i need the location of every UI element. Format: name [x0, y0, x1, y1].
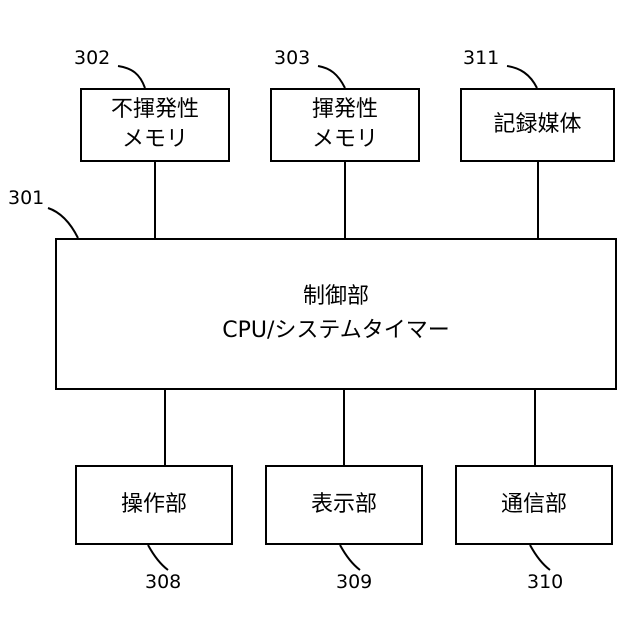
reference-number-309: 309 — [336, 572, 372, 592]
display-unit-label: 表示部 — [311, 490, 377, 520]
communication-unit-box: 通信部 — [455, 465, 613, 545]
communication-unit-label: 通信部 — [501, 490, 567, 520]
leader-309 — [340, 545, 360, 570]
display-unit-box: 表示部 — [265, 465, 423, 545]
control-unit-sublabel: CPU/システムタイマー — [222, 314, 449, 348]
volatile-memory-label-line1: 揮発性 — [312, 95, 378, 125]
nonvolatile-memory-label-line2: メモリ — [122, 125, 188, 155]
leader-308 — [148, 545, 168, 570]
reference-number-301: 301 — [8, 188, 44, 208]
reference-number-311: 311 — [463, 48, 499, 68]
recording-medium-box: 記録媒体 — [460, 88, 615, 162]
operation-unit-box: 操作部 — [75, 465, 233, 545]
reference-number-310: 310 — [527, 572, 563, 592]
leader-301 — [48, 208, 78, 238]
operation-unit-label: 操作部 — [121, 490, 187, 520]
leader-303 — [318, 66, 345, 88]
volatile-memory-label-line2: メモリ — [312, 125, 378, 155]
volatile-memory-box: 揮発性 メモリ — [270, 88, 420, 162]
recording-medium-label: 記録媒体 — [493, 110, 581, 140]
nonvolatile-memory-label-line1: 不揮発性 — [111, 95, 199, 125]
reference-number-302: 302 — [74, 48, 110, 68]
leader-302 — [118, 66, 145, 88]
leader-311 — [507, 66, 537, 88]
control-unit-label: 制御部 — [303, 280, 369, 314]
control-unit-box: 制御部 CPU/システムタイマー — [55, 238, 617, 390]
leader-310 — [530, 545, 550, 570]
reference-number-303: 303 — [274, 48, 310, 68]
reference-number-308: 308 — [145, 572, 181, 592]
nonvolatile-memory-box: 不揮発性 メモリ — [80, 88, 230, 162]
